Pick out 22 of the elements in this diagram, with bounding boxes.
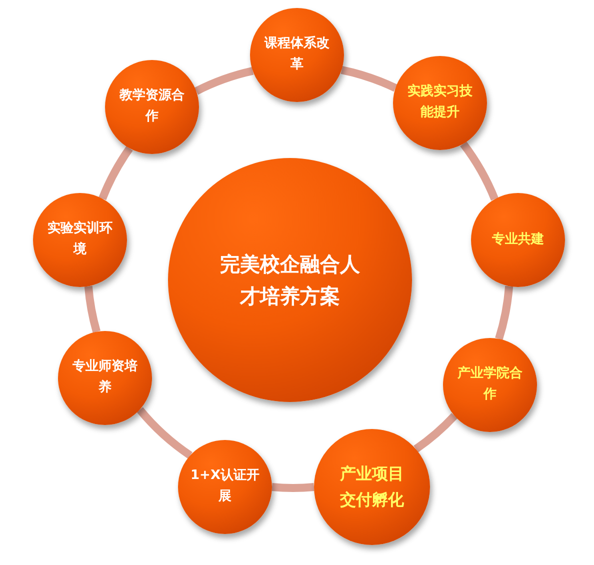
topic-circle — [178, 440, 272, 534]
circle-label: 产业学院合作 — [456, 364, 524, 404]
circle-label: 实践实习技能提升 — [406, 82, 474, 122]
ring-connector — [98, 146, 133, 200]
topic-circle — [443, 338, 537, 432]
circle-label: 产业项目交付孵化 — [339, 463, 405, 511]
circle-label: 1+X认证开展 — [190, 467, 260, 506]
circle-label: 专业师资培养 — [72, 358, 138, 397]
circle-label: 课程体系改革 — [263, 34, 330, 74]
ring-connector — [84, 286, 100, 333]
ring-connector — [194, 66, 254, 95]
ring-connector — [414, 412, 458, 452]
circle-label: 完美校企融合人才培养方案 — [219, 251, 361, 310]
ring-connector — [495, 286, 514, 340]
circle-label: 专业共建 — [491, 230, 545, 249]
ring-connector — [136, 406, 193, 459]
ring-connector — [272, 483, 314, 492]
circle-label: 教学资源合作 — [118, 87, 186, 126]
ring-connector — [340, 66, 398, 92]
ring-connector — [460, 142, 498, 201]
circle-label: 实验实训环境 — [46, 220, 114, 259]
topic-circle — [393, 56, 487, 150]
